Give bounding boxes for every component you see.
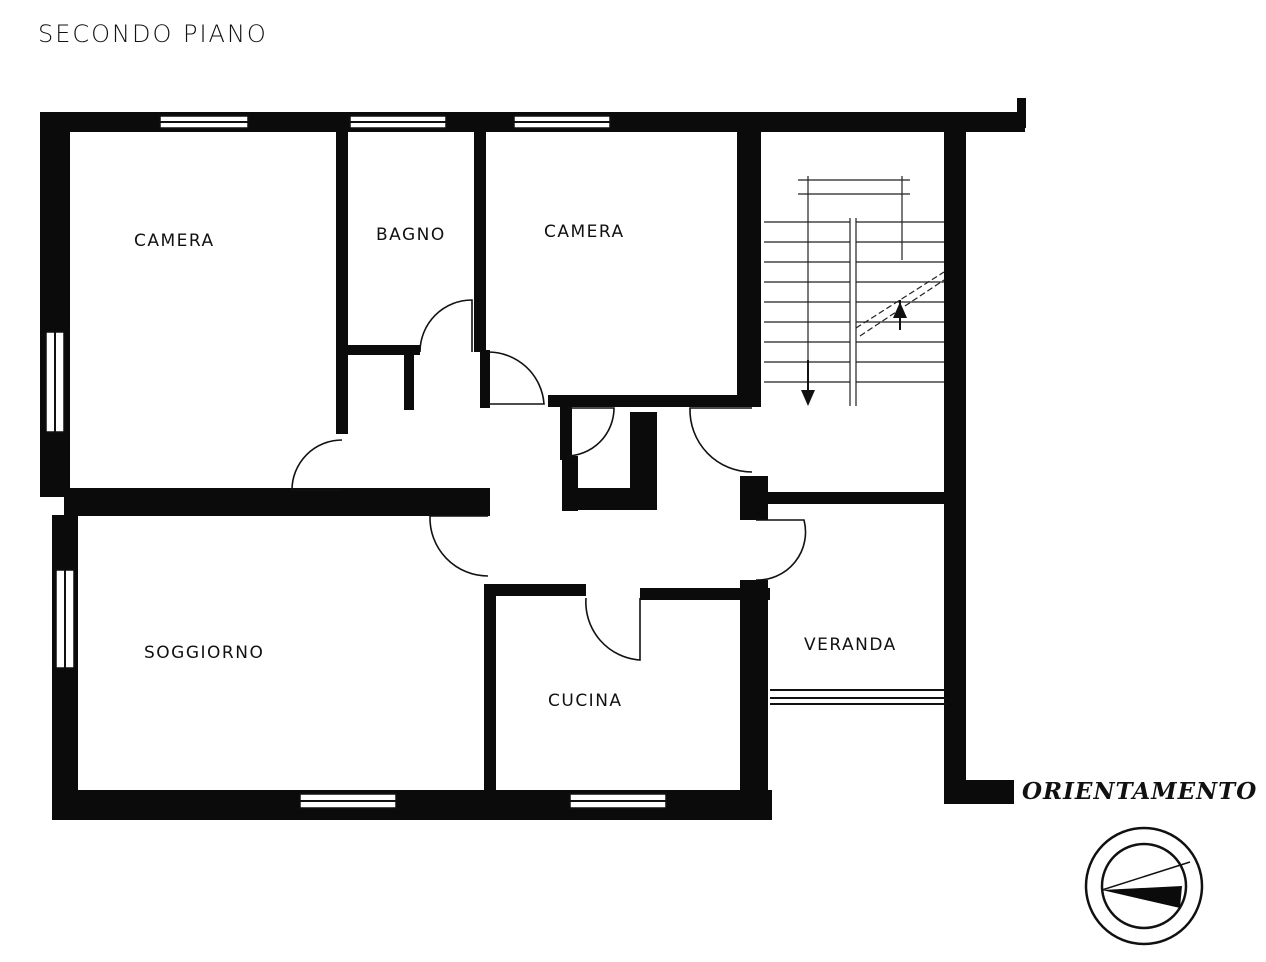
room-label-camera: CAMERA [544,222,625,242]
room-label-soggiorno: SOGGIORNO [144,643,264,663]
window-soggiorno-left [55,569,75,669]
window-bagno-top [349,115,447,129]
window-cucina-bottom [569,793,667,809]
compass-icon [1084,826,1204,946]
stair-treads [764,221,944,383]
orientation-label: ORIENTAMENTO [1022,778,1257,805]
door-veranda [755,519,807,581]
doors [291,299,807,661]
window-camera-left [45,331,65,433]
window-camera2-top [513,115,611,129]
room-label-camera: CAMERA [134,231,215,251]
room-label-veranda: VERANDA [804,635,897,655]
door-soggiorno [429,515,489,577]
room-label-cucina: CUCINA [548,691,623,711]
door-bagno [419,299,473,353]
exterior-walls [40,98,1026,820]
window-soggiorno-bottom [299,793,397,809]
interior-walls [64,122,946,800]
door-camera-right [487,351,545,405]
floor-title: SECONDO PIANO [38,20,268,48]
staircase [764,176,945,406]
veranda-front [770,689,946,705]
windows [45,115,946,809]
door-camera-left [291,439,343,491]
stair-up-arrow [893,300,907,330]
window-camera-top [159,115,249,129]
door-stair-landing [689,407,753,473]
door-cucina [585,597,641,661]
door-shaft [565,407,615,457]
stair-down-arrow [801,360,815,406]
room-label-bagno: BAGNO [376,225,446,245]
